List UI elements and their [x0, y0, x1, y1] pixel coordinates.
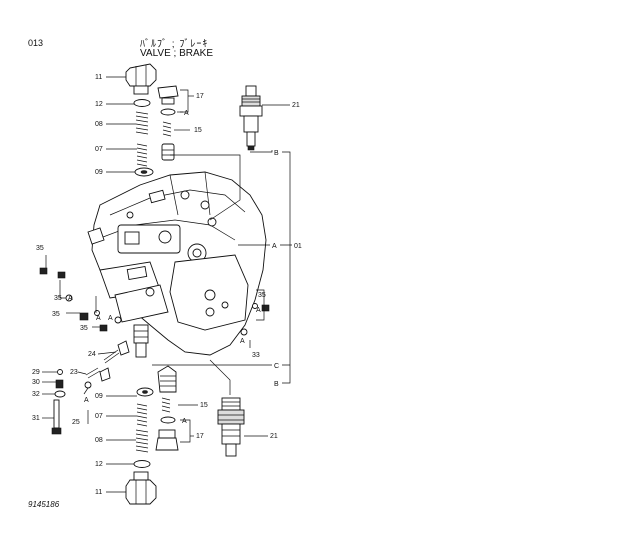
callout-21-top: 21	[292, 102, 300, 109]
callout-35-c: 35	[52, 311, 60, 318]
side-small-parts	[39, 267, 270, 435]
callout-01: 01	[294, 243, 302, 250]
page-code: 013	[28, 38, 44, 48]
callout-08-bottom: 08	[95, 437, 103, 444]
callout-12-top: 12	[95, 101, 103, 108]
callout-11-top: 11	[95, 74, 102, 81]
callout-15-top: 15	[194, 127, 202, 134]
relief-valve-top	[239, 85, 263, 151]
bottom-valve-stack	[125, 324, 179, 505]
callout-29: 29	[32, 369, 40, 376]
ref-a-top: A	[184, 110, 189, 117]
callout-12-bottom: 12	[95, 461, 103, 468]
callout-07-bottom: 07	[95, 413, 103, 420]
title-japanese: ﾊﾞﾙﾌﾞ ; ﾌﾞﾚｰｷ	[140, 39, 209, 50]
callout-35-d: 35	[80, 325, 88, 332]
callout-25: 25	[72, 419, 80, 426]
ref-b-top: B	[274, 150, 279, 157]
callout-17-bottom: 17	[196, 433, 204, 440]
ref-a-35c: A	[96, 315, 101, 322]
callout-15-bottom: 15	[200, 402, 208, 409]
callout-23: 23	[70, 369, 78, 376]
callout-24: 24	[88, 351, 96, 358]
callout-08-top: 08	[95, 121, 103, 128]
ref-a-25: A	[84, 397, 89, 404]
drawing-number: 9145186	[28, 500, 60, 509]
leader-lines	[42, 76, 292, 493]
ref-a-35d: A	[108, 315, 113, 322]
ref-c: C	[274, 363, 279, 370]
callout-labels: 11 12 08 07 09 17 A 15 21 B A 01 C B 35 …	[32, 74, 302, 496]
relief-valve-bottom	[217, 397, 245, 457]
title-english: VALVE ; BRAKE	[140, 48, 213, 59]
callout-31: 31	[32, 415, 40, 422]
callout-35-b: 35	[54, 295, 62, 302]
ref-a-right: A	[256, 307, 261, 314]
callout-35-right: 35	[258, 292, 266, 299]
callout-35-a: 35	[36, 245, 44, 252]
callout-17-top: 17	[196, 93, 204, 100]
callout-32: 32	[32, 391, 40, 398]
ref-a-bottom: A	[182, 418, 187, 425]
ref-a-35b: A	[68, 295, 73, 302]
callout-11-bottom: 11	[95, 489, 102, 496]
callout-09-bottom: 09	[95, 393, 103, 400]
ref-a-33: A	[240, 338, 245, 345]
callout-30: 30	[32, 379, 40, 386]
callout-21-bottom: 21	[270, 433, 278, 440]
ref-a-main: A	[272, 243, 277, 250]
callout-09-top: 09	[95, 169, 103, 176]
callout-33: 33	[252, 352, 260, 359]
top-valve-stack	[125, 63, 179, 177]
ref-b-bottom: B	[274, 381, 279, 388]
motor-housing	[87, 171, 267, 356]
callout-07-top: 07	[95, 146, 103, 153]
